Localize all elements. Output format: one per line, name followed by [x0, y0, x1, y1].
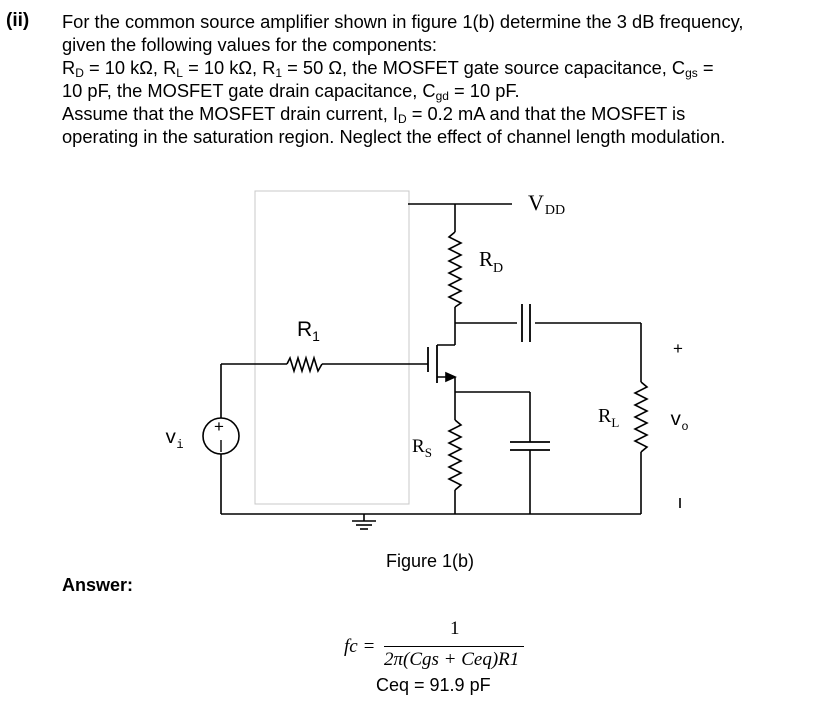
- mosfet-source-arrow: [445, 371, 457, 383]
- formula-denominator: 2π(Cgs + Ceq)R1: [384, 649, 520, 670]
- rd-resistor: [447, 231, 463, 308]
- question-text: For the common source amplifier shown in…: [62, 10, 822, 148]
- question-line-1: For the common source amplifier shown in…: [62, 11, 744, 32]
- r1-resistor: [286, 355, 323, 374]
- rl-label: RL: [598, 405, 619, 430]
- question-line-5: Assume that the MOSFET drain current, ID…: [62, 103, 686, 126]
- formula-numerator: 1: [450, 618, 460, 639]
- figure-caption: Figure 1(b): [386, 551, 475, 571]
- question-line-2: given the following values for the compo…: [62, 34, 437, 55]
- r1-label: R1: [297, 318, 320, 344]
- question-number: (ii): [6, 10, 30, 31]
- rs-resistor: [447, 419, 463, 491]
- figure-frame: [254, 190, 410, 505]
- output-plus-sign: +: [673, 339, 683, 358]
- vo-label: vo: [670, 409, 689, 434]
- rd-label: RD: [479, 247, 503, 276]
- source-plus-sign: +: [214, 417, 224, 436]
- ceq-result: Ceq = 91.9 pF: [376, 675, 491, 695]
- formula-lhs: fc =: [344, 636, 376, 657]
- question-line-4: 10 pF, the MOSFET gate drain capacitance…: [62, 80, 520, 103]
- rl-resistor: [633, 381, 649, 453]
- fraction-bar: [384, 646, 524, 648]
- vdd-label: VDD: [528, 190, 565, 218]
- rs-label: RS: [412, 436, 432, 460]
- question-line-6: operating in the saturation region. Negl…: [62, 126, 726, 147]
- vi-label: vi: [165, 427, 184, 452]
- question-line-3: RD = 10 kΩ, RL = 10 kΩ, R1 = 50 Ω, the M…: [62, 57, 714, 80]
- answer-label: Answer:: [62, 575, 134, 595]
